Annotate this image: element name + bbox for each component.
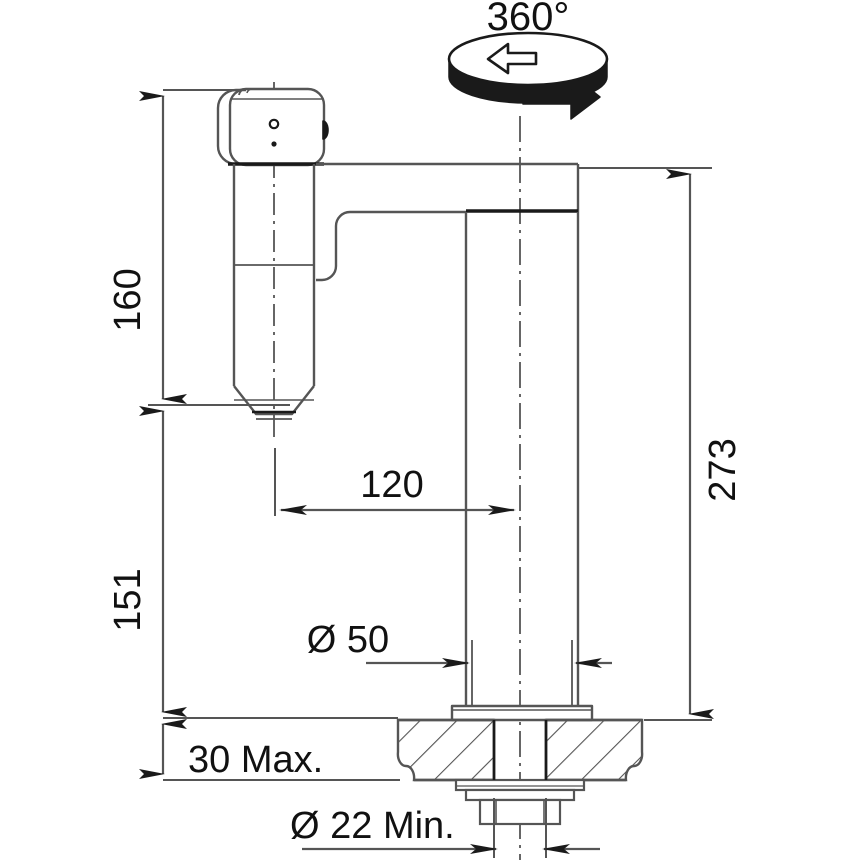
dimension-273: 273 [578,167,744,721]
spray-side-nub [322,120,329,140]
dimension-160: 160 [107,89,290,406]
countertop-section [396,718,644,782]
dimension-label-273: 273 [702,438,744,501]
dimension-diameter-50: Ø 50 [307,612,612,700]
spray-head-cap [216,87,329,167]
dimension-151: 151 [107,406,398,719]
dimension-label-151: 151 [107,568,149,631]
dimension-label-diameter-50: Ø 50 [307,619,389,661]
spout-arm [316,162,580,282]
mounting-lock-plate [464,788,576,802]
dimension-30-max: 30 Max. [139,719,400,781]
dimension-120: 120 [274,448,516,516]
dimension-diameter-22-min: Ø 22 Min. [290,798,600,858]
dimension-label-160: 160 [107,268,149,331]
spray-wand-barrel [232,164,316,420]
dimension-label-diameter-22-min: Ø 22 Min. [290,805,455,847]
dimension-label-30-max: 30 Max. [188,739,323,781]
rotation-arrow-icon [447,31,609,120]
base-escutcheon [450,704,594,722]
centerlines-group [273,82,521,860]
dimension-label-120: 120 [360,464,423,506]
spray-mode-button-icon [268,118,280,130]
rotation-symbol-group: 360° [447,0,609,120]
mounting-washer [454,778,586,792]
spray-indicator-dot-icon [271,141,277,147]
mounting-nut [478,798,562,826]
